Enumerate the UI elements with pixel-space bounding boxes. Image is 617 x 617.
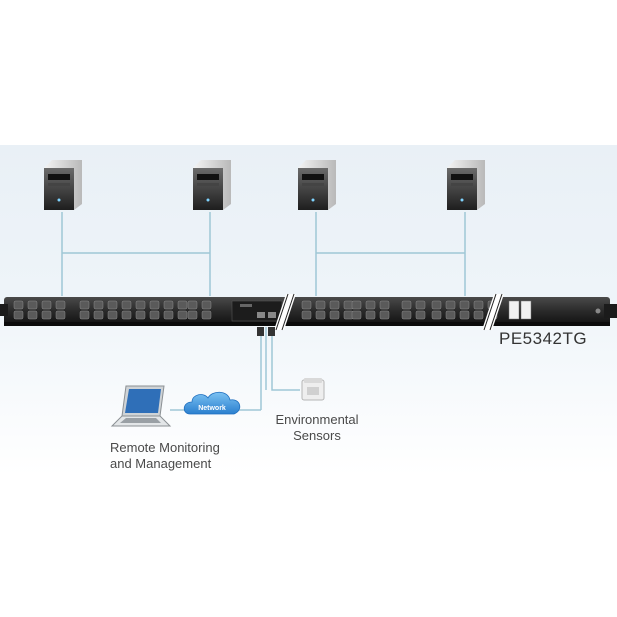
outlet-socket [27, 310, 38, 320]
outlet-socket [13, 300, 24, 310]
outlet-socket [187, 300, 198, 310]
outlet-socket [177, 310, 188, 320]
plug-connector [257, 327, 275, 336]
outlet-socket [315, 310, 326, 320]
outlet-socket [315, 300, 326, 310]
outlet-socket [473, 310, 484, 320]
laptop-icon [110, 385, 172, 427]
outlet-socket [379, 300, 390, 310]
outlet-socket [93, 310, 104, 320]
outlet-socket [351, 310, 362, 320]
network-cloud-icon: Network [183, 391, 241, 415]
outlet-socket [27, 300, 38, 310]
outlet-socket [431, 310, 442, 320]
server-icon [193, 160, 231, 210]
outlet-socket [201, 300, 212, 310]
outlet-socket [13, 310, 24, 320]
outlet-socket [135, 310, 146, 320]
outlet-socket [401, 300, 412, 310]
outlet-socket [459, 300, 470, 310]
label-line: Sensors [293, 428, 341, 443]
outlet-socket [135, 300, 146, 310]
outlet-socket [79, 300, 90, 310]
outlet-socket [445, 300, 456, 310]
outlet-socket [301, 310, 312, 320]
outlet-socket [121, 310, 132, 320]
outlet-bank [13, 300, 498, 320]
outlet-socket [431, 300, 442, 310]
outlet-socket [121, 300, 132, 310]
server-icon [447, 160, 485, 210]
network-cable [238, 327, 262, 411]
breaker-switch [508, 300, 520, 320]
outlet-socket [201, 310, 212, 320]
outlet-socket [329, 310, 340, 320]
outlet-socket [415, 300, 426, 310]
sensor-cable [265, 327, 300, 391]
server-icon [298, 160, 336, 210]
outlet-socket [107, 300, 118, 310]
server-icon [44, 160, 82, 210]
cloud-label: Network [198, 405, 226, 412]
environmental-sensors-label: Environmental Sensors [262, 412, 372, 444]
outlet-socket [351, 300, 362, 310]
outlet-socket [473, 300, 484, 310]
outlet-socket [379, 310, 390, 320]
outlet-socket [301, 300, 312, 310]
pdu-bar [0, 297, 617, 326]
outlet-socket [343, 300, 354, 310]
outlet-socket [415, 310, 426, 320]
environmental-sensor-icon [301, 378, 325, 401]
label-line: Environmental [275, 412, 359, 427]
outlet-socket [177, 300, 188, 310]
outlet-socket [459, 310, 470, 320]
label-line: and Management [110, 456, 212, 471]
outlet-socket [401, 310, 412, 320]
outlet-socket [149, 310, 160, 320]
bar-break-mark [482, 293, 504, 331]
outlet-socket [365, 310, 376, 320]
bar-break-mark [274, 293, 296, 331]
outlet-socket [445, 310, 456, 320]
outlet-socket [93, 300, 104, 310]
label-line: Remote Monitoring [110, 440, 220, 455]
outlet-socket [55, 310, 66, 320]
outlet-socket [41, 300, 52, 310]
outlet-socket [163, 300, 174, 310]
outlet-socket [329, 300, 340, 310]
model-label: PE5342TG [499, 329, 588, 348]
outlet-socket [343, 310, 354, 320]
remote-monitoring-label: Remote Monitoring and Management [110, 440, 220, 472]
outlet-socket [107, 310, 118, 320]
breaker-switch [520, 300, 532, 320]
outlet-socket [149, 300, 160, 310]
outlet-socket [79, 310, 90, 320]
outlet-socket [55, 300, 66, 310]
outlet-socket [163, 310, 174, 320]
outlet-socket [365, 300, 376, 310]
outlet-socket [41, 310, 52, 320]
outlet-socket [187, 310, 198, 320]
server-connector-lines [61, 212, 466, 296]
